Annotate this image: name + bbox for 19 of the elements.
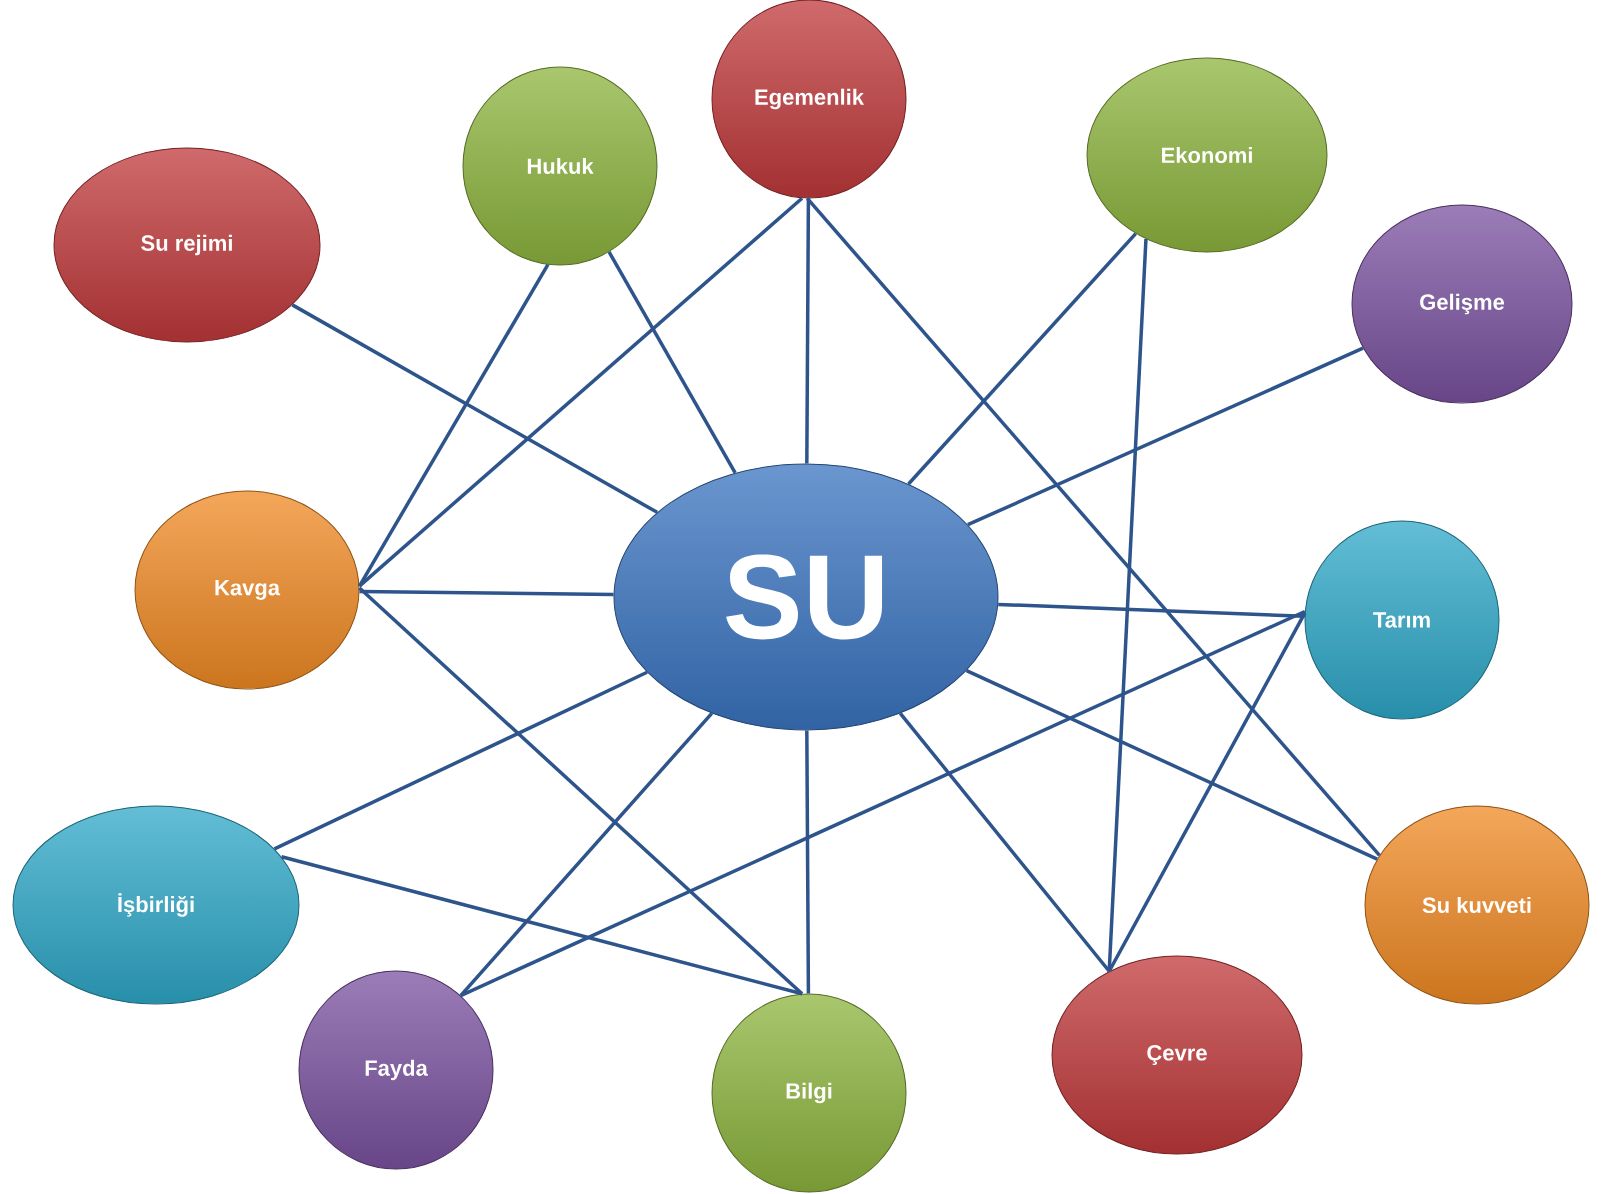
connector-line bbox=[805, 730, 811, 994]
connector-line bbox=[898, 712, 1111, 973]
connector-line bbox=[273, 670, 648, 851]
connector-line bbox=[805, 197, 1381, 857]
connector-line bbox=[907, 232, 1137, 486]
connector-line bbox=[967, 346, 1364, 527]
connector-line bbox=[607, 251, 737, 474]
connector-line bbox=[965, 669, 1378, 861]
connector-line bbox=[805, 198, 811, 464]
connector-line bbox=[459, 712, 714, 997]
connector-line bbox=[358, 586, 804, 996]
connector-line bbox=[359, 589, 614, 597]
connector-line bbox=[998, 602, 1305, 618]
connector-line bbox=[460, 609, 1306, 998]
connector-line bbox=[358, 196, 804, 588]
connector-line bbox=[1107, 612, 1307, 973]
connector-line bbox=[281, 855, 803, 996]
connector-line bbox=[357, 263, 550, 587]
connector-line bbox=[291, 303, 659, 514]
